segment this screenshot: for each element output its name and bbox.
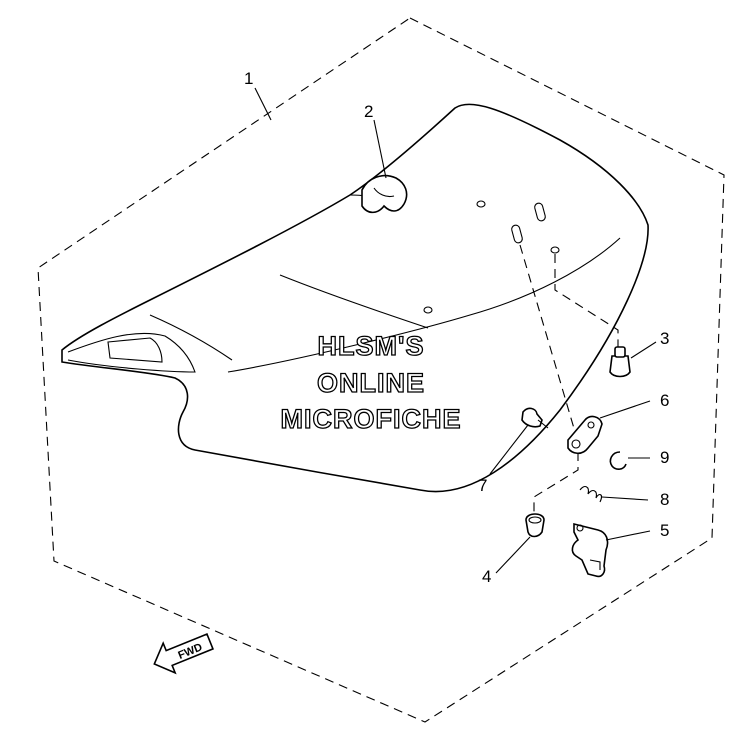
dash-line-slot-to-hinge bbox=[519, 244, 579, 443]
watermark-line-1: HLSM'S bbox=[318, 331, 425, 361]
part-8-spring bbox=[579, 485, 649, 503]
assembly-boundary bbox=[37, 17, 725, 723]
part-4-grommet bbox=[495, 513, 545, 574]
seat-hole-2 bbox=[550, 246, 560, 254]
part-9-circlip bbox=[609, 451, 650, 470]
callout-3: 3 bbox=[660, 329, 669, 348]
part-3-damper bbox=[609, 341, 657, 378]
seat-rear-panel bbox=[67, 332, 196, 373]
seat bbox=[61, 103, 649, 493]
watermark-line-2: ONLINE bbox=[317, 368, 425, 398]
callout-7: 7 bbox=[478, 476, 487, 495]
callout-6: 6 bbox=[660, 391, 669, 410]
seat-hole-3 bbox=[423, 306, 433, 314]
callout-4: 4 bbox=[482, 567, 491, 586]
callout-1: 1 bbox=[244, 69, 253, 88]
dash-line-hinge-to-part4 bbox=[533, 452, 579, 516]
part-6-hinge-bracket bbox=[567, 400, 651, 455]
callout-8: 8 bbox=[660, 490, 669, 509]
callout-1-leader bbox=[254, 87, 272, 121]
seat-hole-1 bbox=[476, 200, 486, 208]
dash-line-hole-to-part3 bbox=[554, 254, 619, 348]
part-2-strap-clip bbox=[361, 119, 408, 214]
callout-9: 9 bbox=[660, 448, 669, 467]
seat-contour-upper bbox=[227, 237, 621, 373]
callout-5: 5 bbox=[660, 521, 669, 540]
watermark-line-3: MICROFICHE bbox=[281, 404, 462, 434]
seat-slot-1 bbox=[534, 202, 546, 222]
seat-rear-window bbox=[107, 337, 163, 363]
callout-2: 2 bbox=[364, 102, 373, 121]
seat-edge-line bbox=[149, 314, 233, 361]
part-5-lock-plate bbox=[571, 522, 651, 578]
fwd-direction-arrow: FWD bbox=[153, 633, 214, 675]
part-7-bolt bbox=[489, 407, 549, 475]
seat-contour-lower bbox=[279, 274, 429, 329]
watermark: HLSM'S ONLINE MICROFICHE bbox=[280, 330, 462, 434]
seat-slot-2 bbox=[511, 224, 523, 244]
